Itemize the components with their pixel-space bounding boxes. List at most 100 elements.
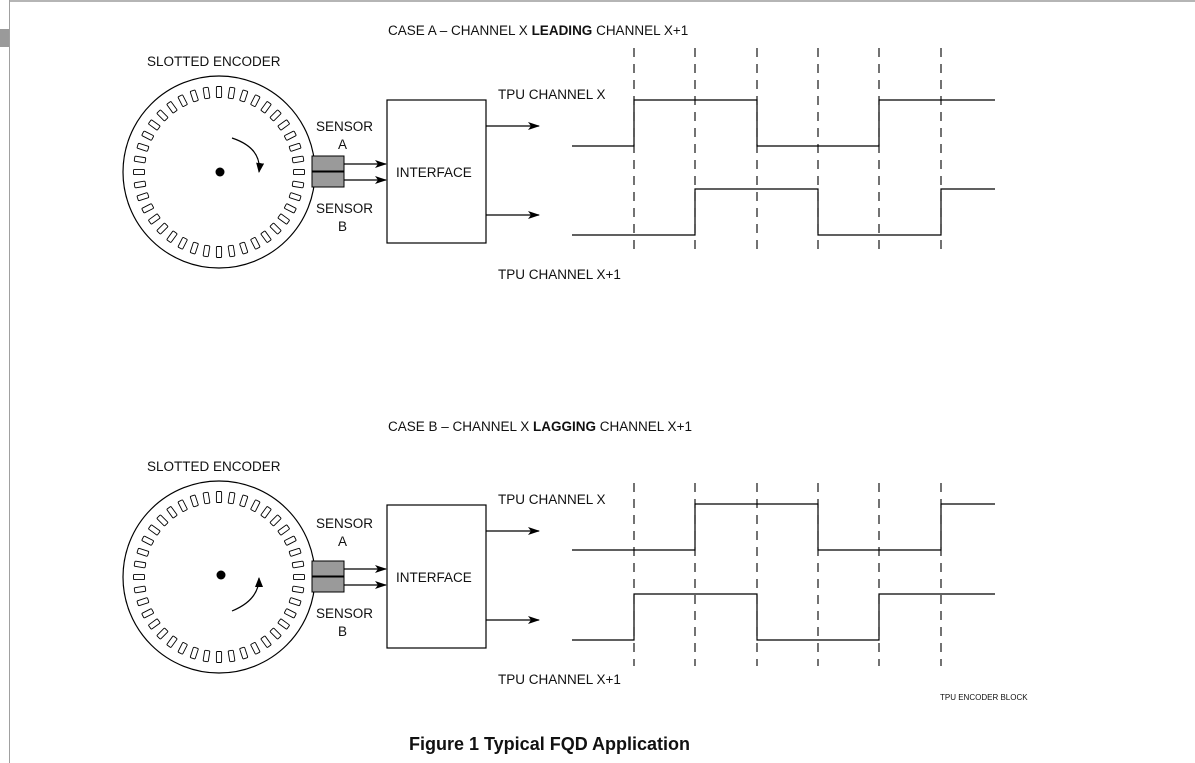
encoder-slot (284, 535, 297, 546)
encoder-slot (260, 506, 272, 519)
encoder-slot (260, 635, 272, 648)
case-b-sensor-b-letter: B (338, 624, 347, 639)
encoder-slot (288, 547, 302, 557)
encoder-slot (277, 524, 290, 536)
encoder-slot (136, 142, 150, 152)
encoder-slot (288, 192, 302, 202)
encoder-slot (189, 494, 199, 508)
case-b-channel-x-label: TPU CHANNEL X (498, 492, 606, 507)
encoder-slot (215, 491, 223, 503)
encoder-slot (189, 89, 199, 103)
encoder-slot (250, 94, 261, 107)
encoder-slot (133, 585, 147, 594)
encoder-slot (269, 222, 282, 235)
encoder-slot (148, 119, 161, 131)
encoder-slot (136, 192, 150, 202)
case-a-channel-x-label: TPU CHANNEL X (498, 87, 606, 102)
case-a-slotted-encoder (122, 75, 316, 269)
case-a-sensors: SENSOR A SENSOR B (311, 119, 387, 234)
figure-caption: Figure 1 Typical FQD Application (409, 734, 690, 754)
case-b-rotation-arrow-icon (231, 577, 263, 612)
case-b-title: CASE B – CHANNEL X LAGGING CHANNEL X+1 (388, 419, 692, 434)
case-b-channel-x-waveform (572, 503, 995, 551)
encoder-slot (166, 101, 178, 114)
encoder-slot (177, 94, 188, 107)
encoder-slot (166, 506, 178, 519)
encoder-slot (141, 535, 154, 546)
encoder-slot (156, 109, 169, 122)
encoder-slot (148, 213, 161, 225)
encoder-slot (177, 237, 188, 250)
encoder-slot (250, 642, 261, 655)
case-a-channel-x-waveform (572, 99, 995, 147)
encoder-slot (250, 499, 261, 512)
encoder-slot (215, 651, 223, 663)
encoder-slot (177, 642, 188, 655)
encoder-slot (260, 230, 272, 243)
encoder-slot (166, 635, 178, 648)
encoder-slot (277, 618, 290, 630)
case-b-sensors: SENSOR A SENSOR B (311, 516, 387, 639)
encoder-slot (250, 237, 261, 250)
encoder-slot (189, 646, 199, 660)
encoder-slot (277, 119, 290, 131)
case-b-slotted-encoder (122, 480, 316, 674)
case-a-sensor-b-label: SENSOR (316, 201, 373, 216)
encoder-slot (284, 203, 297, 214)
encoder-slot (239, 241, 249, 255)
encoder-slot (141, 608, 154, 619)
encoder-slot (284, 130, 297, 141)
case-a-interface-box (386, 99, 487, 244)
encoder-slot (133, 155, 147, 164)
encoder-slot (227, 491, 236, 505)
encoder-slot (215, 86, 223, 98)
encoder-slot (291, 560, 305, 569)
case-a-panel: CASE A – CHANNEL X LEADING CHANNEL X+1 S… (122, 23, 995, 282)
encoder-slot (215, 246, 223, 258)
encoder-slot (136, 597, 150, 607)
case-b-encoder-slots (133, 491, 305, 663)
encoder-slot (166, 230, 178, 243)
encoder-slot (177, 499, 188, 512)
viewer-side-tab[interactable] (0, 29, 9, 47)
encoder-slot (288, 142, 302, 152)
encoder-slot (148, 524, 161, 536)
encoder-slot (227, 244, 236, 258)
encoder-slot (293, 168, 305, 176)
case-b-sensor-b-label: SENSOR (316, 606, 373, 621)
case-b-encoder-hub (216, 570, 226, 580)
case-a-title: CASE A – CHANNEL X LEADING CHANNEL X+1 (388, 23, 688, 38)
case-b-timing-gridlines (633, 483, 942, 666)
encoder-slot (133, 573, 145, 581)
case-b-sensor-a-label: SENSOR (316, 516, 373, 531)
case-a-channel-x1-waveform (572, 188, 995, 236)
encoder-slot (227, 649, 236, 663)
case-a-encoder-slots (133, 86, 305, 258)
encoder-slot (141, 130, 154, 141)
encoder-slot (202, 244, 211, 258)
encoder-slot (156, 222, 169, 235)
encoder-slot (202, 649, 211, 663)
case-b-interface-label: INTERFACE (396, 570, 472, 585)
encoder-slot (148, 618, 161, 630)
encoder-slot (260, 101, 272, 114)
encoder-slot (133, 560, 147, 569)
encoder-slot (284, 608, 297, 619)
encoder-slot (156, 627, 169, 640)
case-a-sensor-a-label: SENSOR (316, 119, 373, 134)
case-a-encoder-hub (215, 167, 225, 177)
case-b-sensor-a-block (311, 560, 345, 577)
encoder-slot (133, 168, 145, 176)
case-a-encoder-label: SLOTTED ENCODER (147, 54, 281, 69)
encoder-slot (227, 86, 236, 100)
encoder-slot (291, 180, 305, 189)
case-a-sensor-a-letter: A (338, 137, 347, 152)
case-b-interface-box (386, 504, 487, 649)
case-a-interface-label: INTERFACE (396, 165, 472, 180)
case-b-channel-x1-waveform (572, 593, 995, 641)
encoder-slot (133, 180, 147, 189)
case-b-sensor-b-block (311, 576, 345, 593)
case-b-sensor-a-letter: A (338, 534, 347, 549)
